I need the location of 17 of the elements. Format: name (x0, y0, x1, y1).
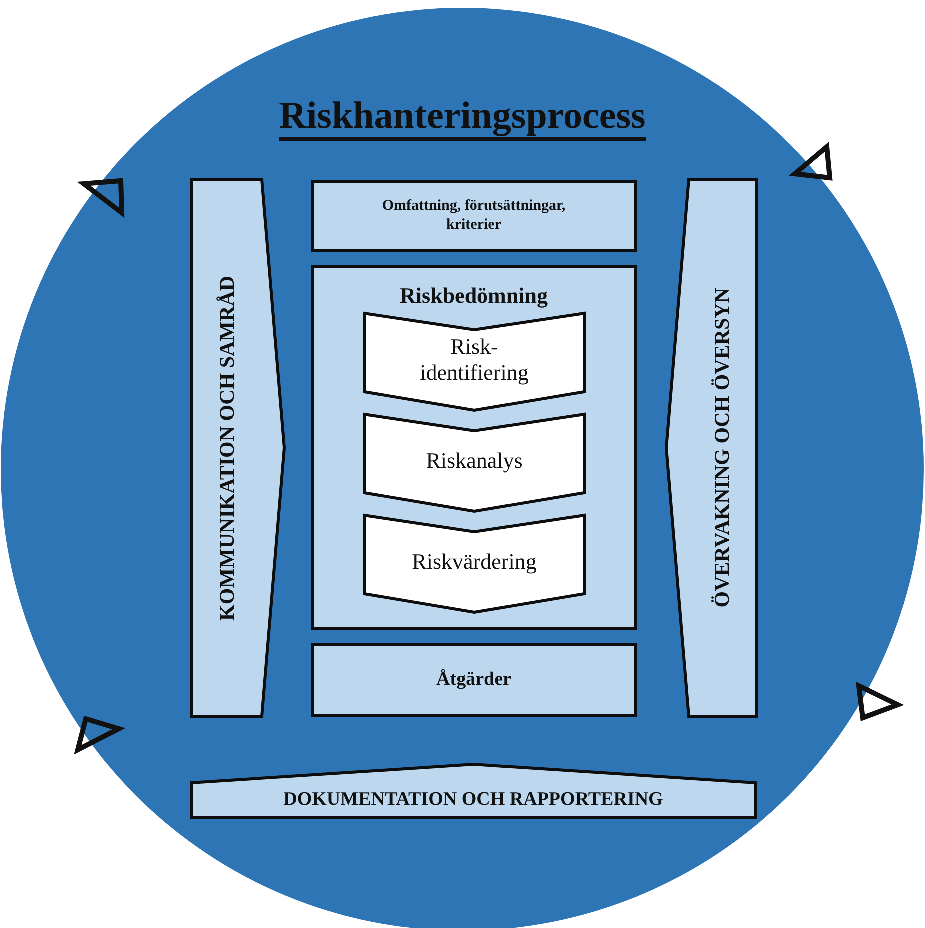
step-label: Riskvärdering (412, 549, 537, 575)
panel-heading: Riskbedömning (400, 283, 548, 309)
diagram-title: Riskhanteringsprocess (0, 96, 925, 138)
process-box (311, 180, 637, 252)
process-box (311, 643, 637, 717)
chevron-step (363, 514, 586, 614)
step-label: Risk- identifiering (419, 334, 530, 386)
band-label: ÖVERVAKNING OCH ÖVERSYN (710, 288, 735, 608)
chevron-step (363, 312, 586, 412)
band-label: DOKUMENTATION OCH RAPPORTERING (284, 788, 664, 810)
box-label: Åtgärder (436, 669, 512, 691)
band-label: KOMMUNIKATION OCH SAMRÅD (214, 276, 240, 620)
step-label: Riskanalys (426, 448, 523, 474)
assessment-panel (311, 265, 637, 630)
bottom-band (190, 763, 757, 819)
chevron-step (363, 413, 586, 513)
box-label: Omfattning, förutsättningar, kriterier (381, 196, 567, 235)
